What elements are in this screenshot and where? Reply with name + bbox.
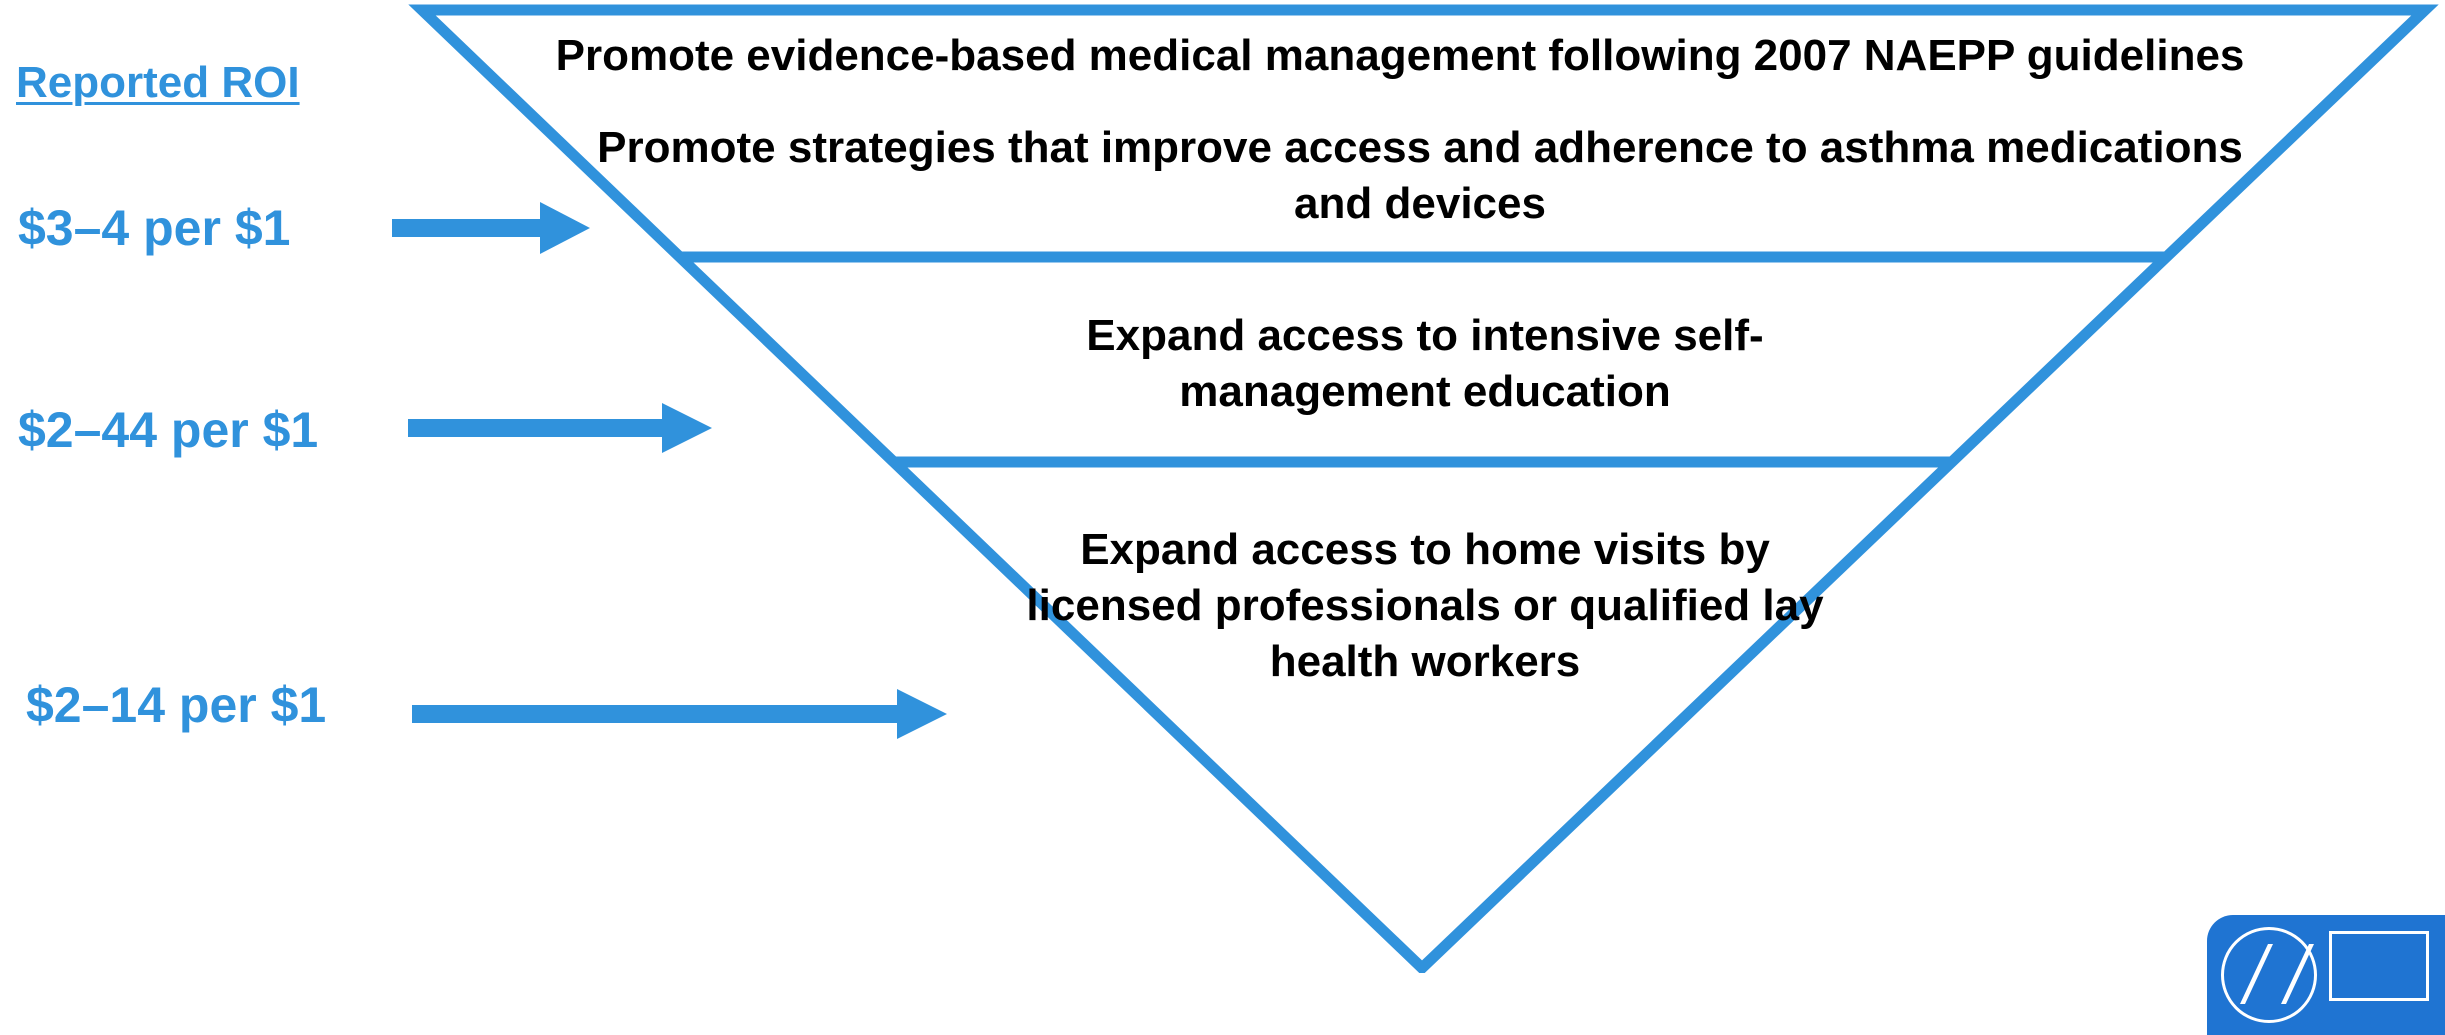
hhs-seal-icon (2221, 927, 2317, 1023)
roi-value-tier-1: $3–4 per $1 (18, 200, 291, 256)
roi-value-tier-3: $2–14 per $1 (26, 677, 327, 733)
reported-roi-heading: Reported ROI (16, 58, 300, 107)
tier-2-self-management-text: Expand access to intensive self-manageme… (1086, 311, 1764, 416)
inverted-triangle-outline (408, 4, 2439, 973)
hhs-wordmark-box (2329, 931, 2429, 1001)
right-arrow-icon (408, 403, 712, 453)
hhs-logo-icon (2207, 915, 2445, 1035)
tier-1-guidelines-text: Promote evidence-based medical managemen… (555, 31, 2245, 80)
tier-1-access-adherence-text: Promote strategies that improve access a… (597, 123, 2243, 228)
right-arrow-icon (392, 202, 590, 254)
right-arrow-icon (412, 689, 947, 739)
inverted-triangle-diagram (392, 4, 2439, 973)
tier-3-home-visits-text: Expand access to home visits by licensed… (1026, 525, 1824, 686)
roi-value-tier-2: $2–44 per $1 (18, 402, 319, 458)
